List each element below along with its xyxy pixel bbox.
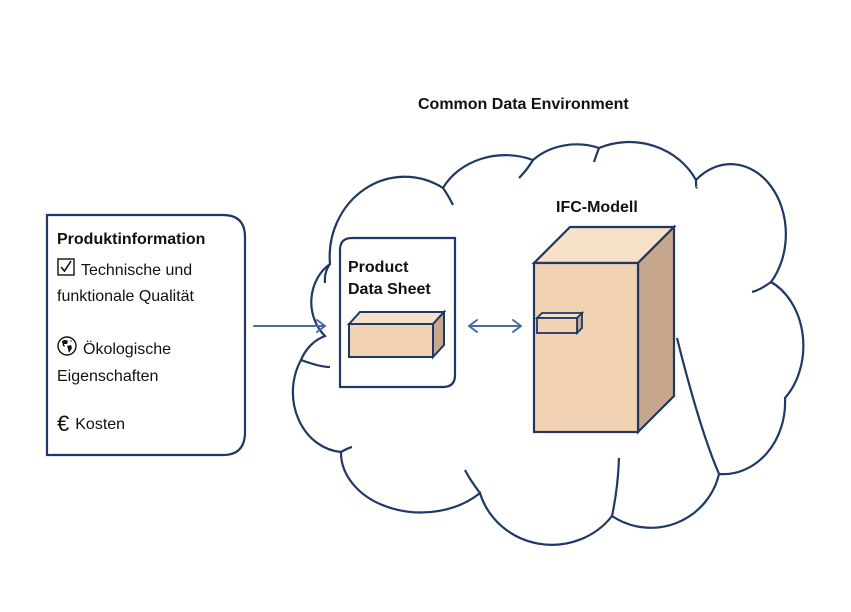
diagram-title: Common Data Environment (418, 96, 629, 113)
cost-label: Kosten (75, 416, 126, 433)
arrows (253, 319, 522, 333)
checkbox-checked-icon (57, 258, 75, 284)
cuboid-front-face (348, 323, 434, 358)
cloud-cusp (751, 281, 772, 294)
ifc-element-front (536, 317, 578, 334)
ifc-model-cuboid (531, 224, 677, 435)
product-information-heading: Produktinformation (57, 231, 206, 248)
cloud-cusp (675, 337, 721, 475)
cloud-cusp (323, 263, 331, 284)
cloud-outline (291, 140, 805, 546)
cuboid-top-face (346, 311, 447, 325)
product-data-sheet-label: Product Data Sheet (348, 257, 431, 301)
product-information-box (45, 213, 247, 457)
cloud-cusp (518, 159, 534, 179)
arrow-bidirectional-icon (468, 319, 522, 333)
cloud-cusp (300, 358, 331, 369)
cloud-cusp (694, 179, 698, 189)
product-cuboid-icon (346, 309, 447, 360)
product-info-item-cost: € Kosten (57, 411, 125, 437)
euro-icon: € (57, 411, 70, 436)
ecology-line1: Ökologische (83, 341, 172, 359)
product-info-item-ecology: Ökologische Eigenschaften (57, 336, 171, 389)
ifc-side-face (636, 224, 676, 435)
product-data-sheet-line1: Product (348, 259, 409, 276)
cloud-cusp (592, 147, 601, 163)
ifc-front-face (532, 261, 640, 434)
arrow-right-icon (253, 319, 326, 333)
globe-icon (57, 336, 77, 364)
cloud-cusp (442, 187, 454, 206)
ecology-line2: Eigenschaften (57, 368, 159, 385)
cloud-cusp (464, 469, 481, 494)
ifc-model-label: IFC-Modell (556, 199, 638, 216)
product-data-sheet-line2: Data Sheet (348, 281, 431, 298)
cloud-cusp (610, 457, 621, 517)
product-info-item-quality: Technische und funktionale Qualität (57, 258, 194, 309)
quality-line2: funktionale Qualität (57, 288, 194, 305)
quality-line1: Technische und (81, 262, 193, 280)
cloud-cusp (340, 445, 353, 453)
cloud-shape (291, 140, 805, 546)
